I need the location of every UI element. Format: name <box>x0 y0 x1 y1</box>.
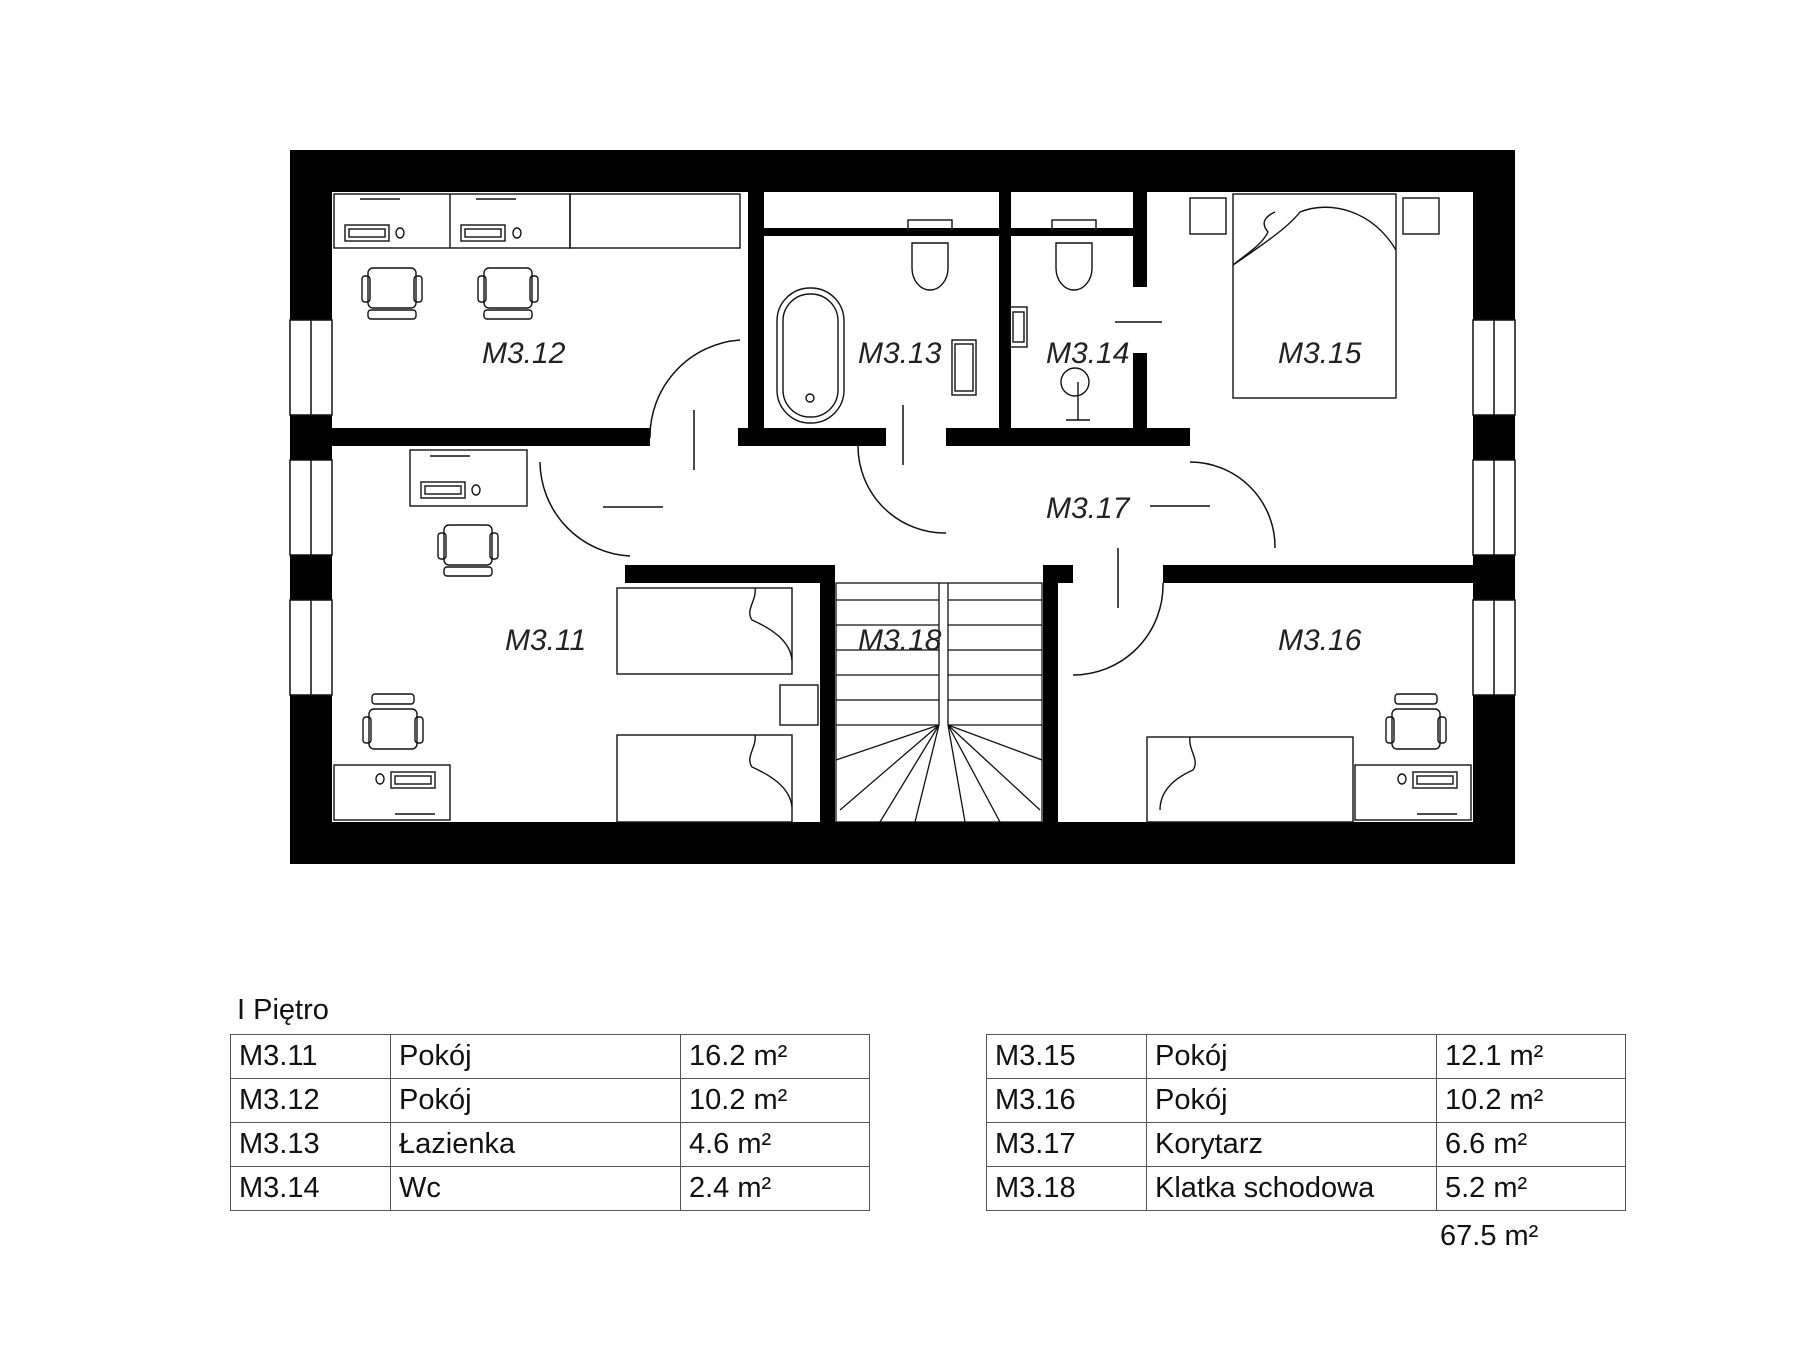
bed-icon <box>616 193 1440 823</box>
room-id: M3.16 <box>986 1078 1147 1123</box>
room-name: Łazienka <box>390 1122 681 1167</box>
door-swing-icon <box>539 321 1276 676</box>
room-area: 10.2 m² <box>680 1078 870 1123</box>
room-id: M3.17 <box>986 1122 1147 1167</box>
room-id: M3.12 <box>230 1078 391 1123</box>
interior-walls <box>332 192 1473 822</box>
table-row: M3.13 Łazienka 4.6 m² <box>230 1122 870 1167</box>
room-area: 6.6 m² <box>1436 1122 1626 1167</box>
room-area: 4.6 m² <box>680 1122 870 1167</box>
table-row: M3.17 Korytarz 6.6 m² <box>986 1122 1626 1167</box>
floor-plan: M3.11 M3.12 M3.13 M3.14 M3.15 M3.16 M3.1… <box>289 150 1516 864</box>
room-name: Wc <box>390 1166 681 1211</box>
table-row: M3.14 Wc 2.4 m² <box>230 1166 870 1211</box>
total-area: 67.5 m² <box>1440 1220 1539 1252</box>
room-id: M3.15 <box>986 1034 1147 1079</box>
bathtub-icon <box>776 287 845 424</box>
floor-title: I Piętro <box>237 994 329 1026</box>
room-name: Korytarz <box>1146 1122 1437 1167</box>
room-label: M3.13 <box>858 337 942 370</box>
room-name: Pokój <box>390 1034 681 1079</box>
staircase-icon <box>835 582 1043 823</box>
outer-walls <box>290 150 1515 864</box>
table-row: M3.12 Pokój 10.2 m² <box>230 1078 870 1123</box>
room-id: M3.11 <box>230 1034 391 1079</box>
room-label: M3.11 <box>505 624 586 657</box>
room-area: 5.2 m² <box>1436 1166 1626 1211</box>
window-icon <box>289 319 1516 696</box>
room-area: 12.1 m² <box>1436 1034 1626 1079</box>
room-label: M3.14 <box>1046 337 1129 370</box>
room-name: Pokój <box>390 1078 681 1123</box>
room-labels: M3.11 M3.12 M3.13 M3.14 M3.15 M3.16 M3.1… <box>482 337 1362 657</box>
area-table-left: M3.11 Pokój 16.2 m² M3.12 Pokój 10.2 m² … <box>230 1034 870 1211</box>
table-row: M3.16 Pokój 10.2 m² <box>986 1078 1626 1123</box>
desk-icon <box>333 193 1472 821</box>
room-label: M3.18 <box>858 624 942 657</box>
room-label: M3.17 <box>1046 492 1131 525</box>
sink-icon <box>951 306 1090 421</box>
table-row: M3.18 Klatka schodowa 5.2 m² <box>986 1166 1626 1211</box>
room-name: Klatka schodowa <box>1146 1166 1437 1211</box>
room-area: 16.2 m² <box>680 1034 870 1079</box>
room-area: 2.4 m² <box>680 1166 870 1211</box>
room-label: M3.12 <box>482 337 566 370</box>
area-table-right: M3.15 Pokój 12.1 m² M3.16 Pokój 10.2 m² … <box>986 1034 1626 1211</box>
table-row: M3.15 Pokój 12.1 m² <box>986 1034 1626 1079</box>
room-id: M3.18 <box>986 1166 1147 1211</box>
room-label: M3.15 <box>1278 337 1362 370</box>
room-id: M3.13 <box>230 1122 391 1167</box>
room-name: Pokój <box>1146 1034 1437 1079</box>
room-area: 10.2 m² <box>1436 1078 1626 1123</box>
table-row: M3.11 Pokój 16.2 m² <box>230 1034 870 1079</box>
room-label: M3.16 <box>1278 624 1362 657</box>
room-name: Pokój <box>1146 1078 1437 1123</box>
toilet-icon <box>907 219 1097 291</box>
office-chair-icon <box>361 267 1447 750</box>
room-id: M3.14 <box>230 1166 391 1211</box>
